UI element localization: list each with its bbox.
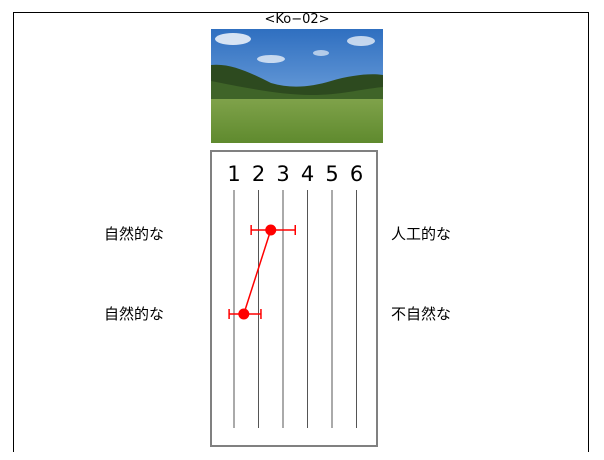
connector-line bbox=[243, 229, 272, 315]
tick-label-4: 4 bbox=[301, 162, 314, 186]
data-point-1 bbox=[238, 308, 250, 320]
tick-label-6: 6 bbox=[350, 162, 363, 186]
data-points bbox=[238, 224, 277, 320]
connector-lines bbox=[243, 229, 272, 315]
tick-label-1: 1 bbox=[227, 162, 240, 186]
left-label-0: 自然的な bbox=[104, 225, 165, 243]
landscape-photo bbox=[211, 29, 383, 143]
right-label-0: 人工的な bbox=[391, 225, 452, 243]
data-point-0 bbox=[265, 224, 277, 236]
left-label-1: 自然的な bbox=[104, 305, 165, 323]
chart-box bbox=[210, 150, 378, 447]
tick-label-3: 3 bbox=[276, 162, 289, 186]
tick-label-5: 5 bbox=[325, 162, 338, 186]
figure-frame bbox=[13, 12, 589, 452]
right-label-1: 不自然な bbox=[391, 305, 452, 323]
tick-label-2: 2 bbox=[252, 162, 265, 186]
image-title: <Ko−02> bbox=[264, 12, 330, 27]
